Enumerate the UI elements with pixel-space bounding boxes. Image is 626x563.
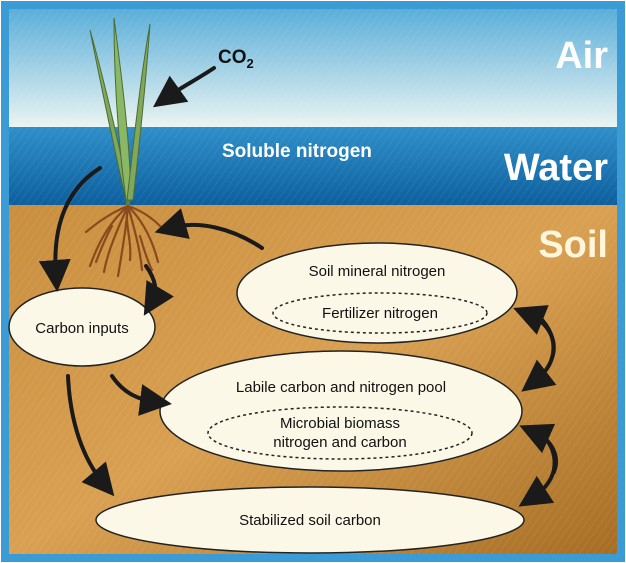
roots	[84, 204, 162, 278]
arrow-mineral-nitrogen-to-roots	[154, 208, 264, 250]
co2-label: CO2	[218, 47, 254, 71]
microbial-label-line1: Microbial biomass	[280, 415, 400, 432]
carbon-inputs-label: Carbon inputs	[35, 320, 128, 337]
arrow-mineral-labile-down	[521, 310, 557, 392]
fertilizer-nitrogen-pool	[272, 292, 488, 334]
soil-label: Soil	[538, 224, 608, 266]
arrow-co2-to-plant	[152, 66, 216, 108]
air-label: Air	[555, 35, 608, 77]
leaf-right	[126, 23, 151, 201]
microbial-biomass-pool	[207, 406, 473, 460]
arrow-carbon-inputs-to-stabilized	[66, 374, 115, 497]
soil-mineral-nitrogen-label: Soil mineral nitrogen	[309, 263, 446, 280]
arrow-roots-to-carbon-inputs	[143, 264, 174, 316]
fertilizer-nitrogen-label: Fertilizer nitrogen	[322, 305, 438, 322]
arrow-plant-to-carbon-inputs	[38, 166, 102, 292]
plant-icon	[84, 17, 162, 278]
leaf-middle	[113, 17, 132, 201]
stabilized-soil-carbon-pool: Stabilized soil carbon	[95, 486, 525, 554]
labile-pool-label: Labile carbon and nitrogen pool	[236, 379, 446, 396]
arrow-labile-stabilized-down	[518, 428, 557, 507]
arrow-carbon-inputs-to-labile	[110, 374, 172, 416]
microbial-label-line2: nitrogen and carbon	[273, 434, 406, 451]
labile-pool: Labile carbon and nitrogen pool Microbia…	[159, 350, 523, 472]
water-label: Water	[504, 147, 608, 189]
stabilized-soil-carbon-label: Stabilized soil carbon	[239, 512, 381, 529]
soluble-nitrogen-label: Soluble nitrogen	[222, 141, 372, 162]
carbon-inputs-pool: Carbon inputs	[8, 287, 156, 367]
flow-arrows	[38, 66, 558, 507]
soil-mineral-nitrogen-pool: Soil mineral nitrogen Fertilizer nitroge…	[236, 242, 518, 344]
